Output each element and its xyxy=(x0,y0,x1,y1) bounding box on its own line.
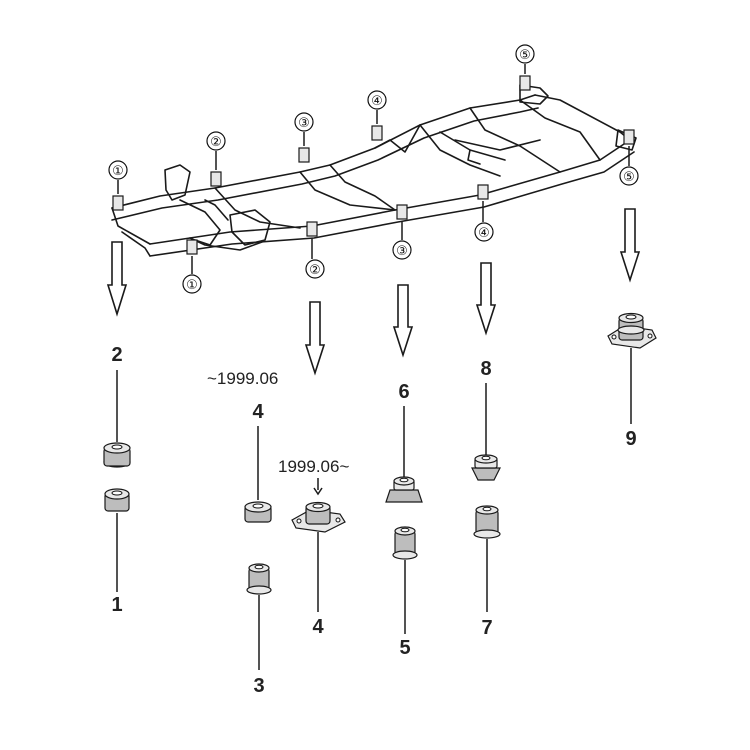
mount-point-4-bottom xyxy=(477,184,489,200)
part-number-4-early: 4 xyxy=(252,401,264,423)
down-arrows xyxy=(106,208,641,376)
part-number-1: 1 xyxy=(111,594,122,616)
down-arrow-2 xyxy=(304,301,326,376)
part-9-mount-plate: 9 xyxy=(607,312,657,450)
part-3-lower-cushion: 3 xyxy=(246,563,272,697)
down-arrow-4 xyxy=(475,262,497,336)
chassis-frame xyxy=(111,84,637,257)
part-8-upper-cushion: 8 xyxy=(471,358,501,481)
down-arrow-1 xyxy=(106,241,128,317)
part-1-lower-cushion: 1 xyxy=(104,488,130,616)
part-number-4-late: 4 xyxy=(312,616,324,638)
part-5-lower-cushion: 5 xyxy=(392,526,418,659)
frame-callouts: ① ① ② ② ③ ③ ④ ④ ⑤ ⑤ xyxy=(108,44,639,294)
side-rail-right xyxy=(149,139,631,245)
mount-point-1-left xyxy=(112,195,124,211)
mount-point-2-top xyxy=(210,171,222,187)
mount-point-3-top xyxy=(298,147,310,163)
frame-callout-1-left: ① xyxy=(112,164,124,179)
part-number-5: 5 xyxy=(399,637,410,659)
part-number-3: 3 xyxy=(253,675,264,697)
mount-point-4-top xyxy=(371,125,383,141)
note-after-1999: 1999.06~ xyxy=(278,457,349,476)
down-arrow-5 xyxy=(619,208,641,283)
frame-callout-5-top: ⑤ xyxy=(519,48,531,63)
mount-point-5-right xyxy=(623,129,635,145)
part-number-9: 9 xyxy=(625,428,636,450)
part-number-6: 6 xyxy=(398,381,409,403)
frame-callout-3-bottom: ③ xyxy=(396,244,408,259)
frame-callout-3-top: ③ xyxy=(298,116,310,131)
frame-mount-points xyxy=(112,75,635,255)
part-2-upper-cushion: 2 xyxy=(103,344,131,468)
frame-callout-4-bottom: ④ xyxy=(478,226,490,241)
frame-callout-1-front: ① xyxy=(186,278,198,293)
part-7-lower-cushion: 7 xyxy=(473,505,501,639)
down-arrow-3 xyxy=(392,284,414,358)
side-rail-left xyxy=(111,94,536,209)
part-number-8: 8 xyxy=(480,358,491,380)
frame-callout-5-right: ⑤ xyxy=(623,170,635,185)
part-6-upper-cushion: 6 xyxy=(385,381,423,503)
frame-callout-2-top: ② xyxy=(210,135,222,150)
mount-point-5-top xyxy=(519,75,531,91)
mount-point-3-bottom xyxy=(396,204,408,220)
part-number-2: 2 xyxy=(111,344,122,366)
part-4-upper-cushion-early: 4 xyxy=(244,401,272,523)
frame-callout-2-bottom: ② xyxy=(309,263,321,278)
part-4-mount-plate-late: 4 xyxy=(291,478,346,638)
part-number-7: 7 xyxy=(481,617,492,639)
note-before-1999: ~1999.06 xyxy=(207,369,278,388)
mount-point-2-bottom xyxy=(306,221,318,237)
mount-point-1-front xyxy=(186,239,198,255)
frame-callout-4-top: ④ xyxy=(371,94,383,109)
